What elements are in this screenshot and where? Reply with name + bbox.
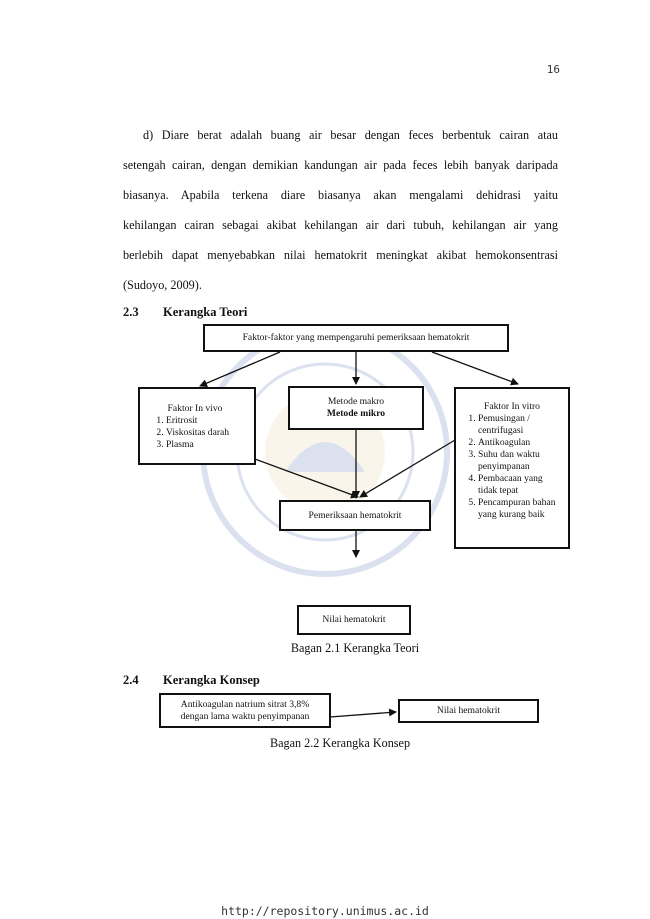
page-number: 16 [546, 63, 560, 76]
paragraph-line: (Sudoyo, 2009). [123, 278, 202, 292]
in-vivo-title: Faktor In vivo [167, 403, 223, 414]
diagram-box-faktor-faktor: Faktor-faktor yang mempengaruhi pemeriks… [203, 324, 509, 352]
metode-makro-label: Metode makro [327, 396, 385, 408]
antikoagulan-line1: Antikoagulan natrium sitrat 3,8% [180, 698, 310, 710]
body-paragraph: d) Diare berat adalah buang air besar de… [123, 120, 558, 300]
arrow-in-vivo-to-pemeriksaan [251, 457, 359, 499]
diagram-box-nilai: Nilai hematokrit [297, 605, 411, 635]
diagram-box-antikoagulan: Antikoagulan natrium sitrat 3,8% dengan … [159, 693, 331, 728]
figure-caption-2-2: Bagan 2.2 Kerangka Konsep [269, 736, 411, 750]
section-number: 2.4 [123, 673, 139, 687]
paragraph-line: kehilangan cairan sebagai akibat kehilan… [123, 218, 558, 232]
in-vitro-item: Pemusingan / centrifugasi [478, 413, 564, 437]
section-heading-2-4: 2.4 Kerangka Konsep [123, 673, 260, 688]
antikoagulan-line2: dengan lama waktu penyimpanan [180, 710, 310, 722]
diagram-box-in-vitro: Faktor In vitro Pemusingan / centrifugas… [454, 387, 570, 549]
section-number: 2.3 [123, 305, 139, 319]
in-vitro-item: Pencampuran bahan yang kurang baik [478, 497, 564, 521]
in-vitro-item: Pembacaan yang tidak tepat [478, 473, 564, 497]
arrow-top-to-in-vivo [199, 351, 281, 387]
footer-url: http://repository.unimus.ac.id [221, 904, 429, 918]
in-vitro-item: Suhu dan waktu penyimpanan [478, 449, 564, 473]
diagram-box-in-vivo: Faktor In vivo Eritrosit Viskositas dara… [138, 387, 256, 465]
in-vitro-title: Faktor In vitro [484, 401, 540, 412]
arrow-top-to-in-vitro [431, 351, 519, 386]
diagram-box-metode: Metode makro Metode mikro [288, 386, 424, 430]
figure-caption-2-1: Bagan 2.1 Kerangka Teori [290, 641, 420, 655]
in-vitro-item: Antikoagulan [478, 437, 564, 449]
metode-mikro-label: Metode mikro [326, 408, 386, 419]
diagram-box-nilai-konsep: Nilai hematokrit [398, 699, 539, 723]
paragraph-line: berlebih dapat menyebabkan nilai hematok… [123, 248, 558, 262]
in-vivo-item: Eritrosit [166, 415, 250, 427]
arrow-konsep [329, 708, 397, 718]
section-heading-2-3: 2.3 Kerangka Teori [123, 305, 247, 320]
in-vivo-item: Plasma [166, 439, 250, 451]
paragraph-line: biasanya. Apabila terkena diare biasanya… [123, 188, 558, 202]
arrow-in-vitro-to-pemeriksaan [359, 439, 456, 498]
in-vivo-item: Viskositas darah [166, 427, 250, 439]
diagram-box-pemeriksaan: Pemeriksaan hematokrit [279, 500, 431, 531]
paragraph-line: d) Diare berat adalah buang air besar de… [143, 128, 558, 142]
paragraph-line: setengah cairan, dengan demikian kandung… [123, 158, 558, 172]
section-title: Kerangka Teori [163, 305, 248, 319]
section-title: Kerangka Konsep [163, 673, 260, 687]
